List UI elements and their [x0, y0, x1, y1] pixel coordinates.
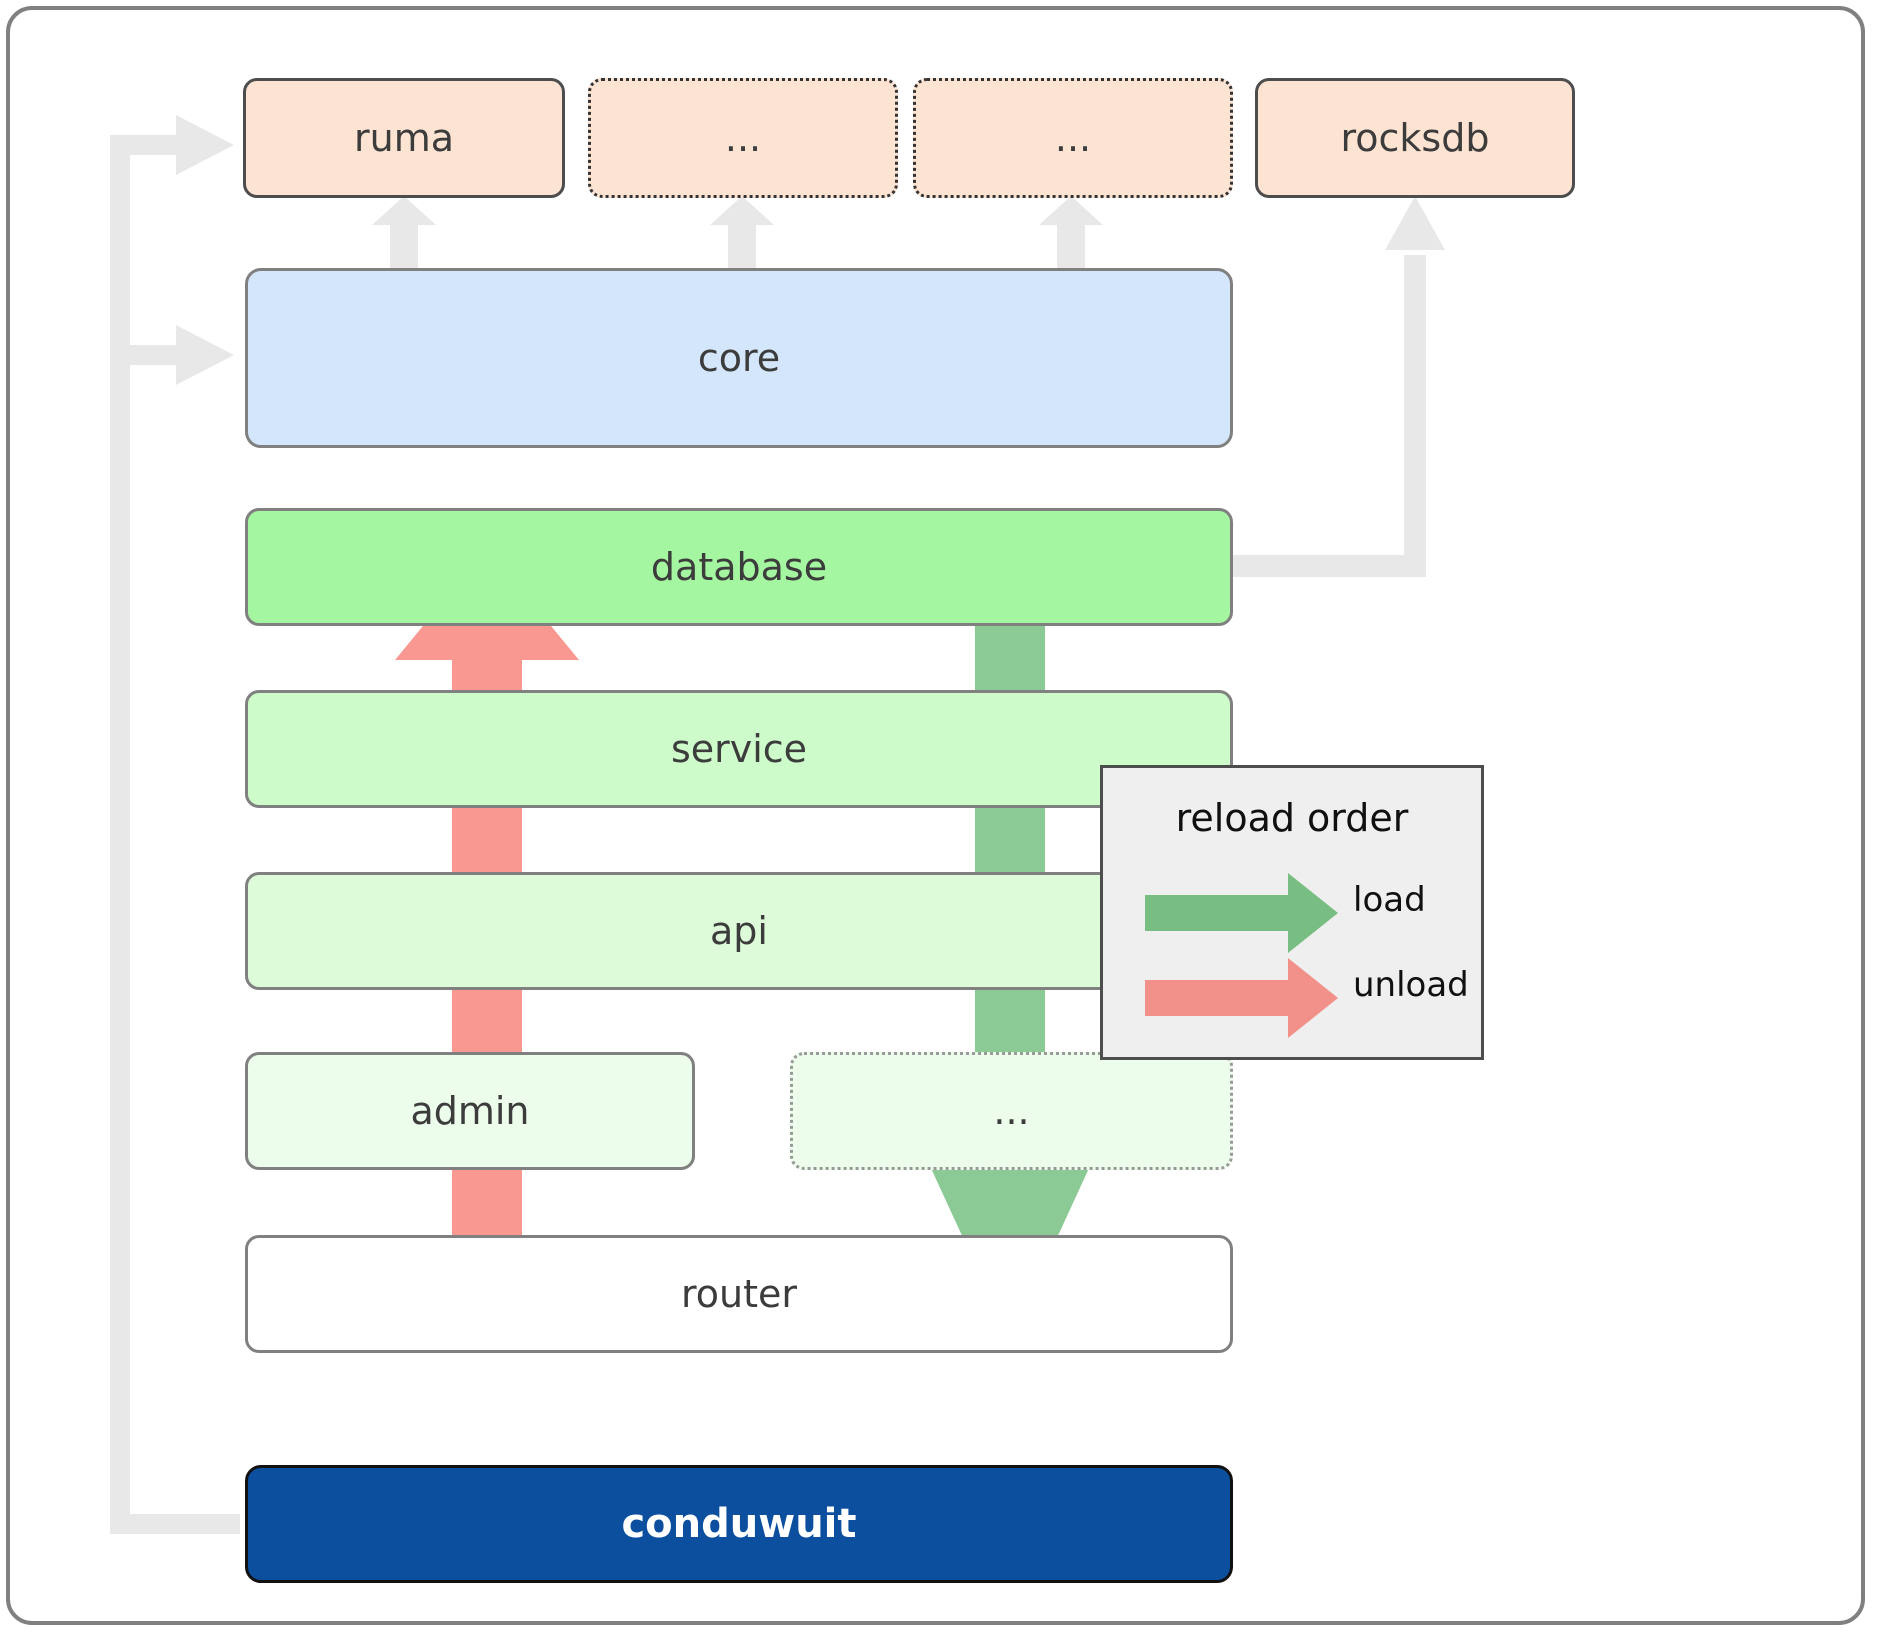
left-connector-bus: [110, 135, 240, 1534]
node-rocksdb[interactable]: rocksdb: [1255, 78, 1575, 198]
node-database[interactable]: database: [245, 508, 1233, 626]
legend-label-load: load: [1353, 880, 1426, 920]
node-database-label: database: [650, 545, 828, 589]
database-to-rocksdb-arrowhead: [1385, 196, 1445, 250]
load-arrow-icon: [1145, 873, 1338, 953]
core-to-external-arrows: [372, 196, 1103, 268]
node-router-label: router: [680, 1272, 798, 1316]
node-admin-label: admin: [410, 1089, 530, 1133]
node-external-ellipsis-2-label: ...: [1054, 116, 1092, 160]
node-api[interactable]: api: [245, 872, 1233, 990]
legend-panel: reload order load unload: [1100, 765, 1484, 1060]
node-ruma[interactable]: ruma: [243, 78, 565, 198]
unload-arrow-icon: [1145, 958, 1338, 1038]
legend-title: reload order: [1175, 796, 1409, 840]
node-external-ellipsis-2[interactable]: ...: [913, 78, 1233, 198]
node-admin-ellipsis[interactable]: ...: [790, 1052, 1233, 1170]
node-external-ellipsis-1[interactable]: ...: [588, 78, 898, 198]
node-rocksdb-label: rocksdb: [1340, 116, 1490, 160]
node-conduwuit-label: conduwuit: [621, 1501, 857, 1547]
node-external-ellipsis-1-label: ...: [724, 116, 762, 160]
node-core[interactable]: core: [245, 268, 1233, 448]
node-ruma-label: ruma: [353, 116, 454, 160]
node-conduwuit[interactable]: conduwuit: [245, 1465, 1233, 1583]
node-service[interactable]: service: [245, 690, 1233, 808]
legend-label-unload: unload: [1353, 965, 1469, 1005]
node-admin-ellipsis-label: ...: [993, 1089, 1030, 1133]
database-to-rocksdb-connector: [1225, 255, 1426, 577]
legend-arrow-icons: [1145, 873, 1338, 1038]
node-admin[interactable]: admin: [245, 1052, 695, 1170]
node-core-label: core: [697, 336, 781, 380]
node-api-label: api: [710, 909, 768, 953]
node-router[interactable]: router: [245, 1235, 1233, 1353]
left-connector-arrowheads: [176, 115, 234, 385]
node-service-label: service: [670, 727, 808, 771]
